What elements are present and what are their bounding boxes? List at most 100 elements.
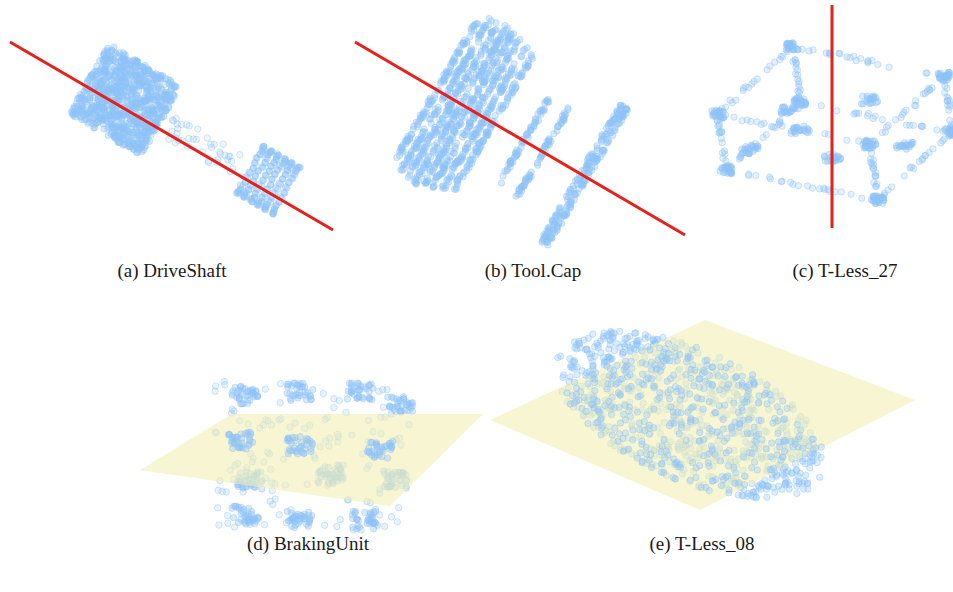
- cloud-point: [502, 59, 508, 65]
- cloud-point: [481, 25, 487, 31]
- cloud-point: [132, 75, 138, 81]
- cloud-point: [507, 31, 513, 37]
- cloud-point: [486, 15, 492, 21]
- cloud-point: [475, 39, 481, 45]
- cloud-point: [431, 143, 437, 149]
- cloud-point: [195, 126, 201, 132]
- cloud-point: [225, 157, 231, 163]
- cloud-point: [105, 132, 111, 138]
- cloud-point: [220, 141, 226, 147]
- cloud-point: [415, 136, 421, 142]
- cloud-point: [438, 132, 444, 138]
- cloud-point: [461, 57, 467, 63]
- cloud-point: [492, 73, 498, 79]
- cloud-point: [104, 60, 110, 66]
- cloud-point: [149, 109, 155, 115]
- cloud-point: [159, 87, 165, 93]
- cloud-point: [423, 159, 429, 165]
- cloud-point: [84, 78, 90, 84]
- cloud-point: [124, 93, 130, 99]
- cloud-point: [186, 123, 192, 129]
- cloud-point: [440, 165, 446, 171]
- cloud-point: [105, 74, 111, 80]
- cloud-point: [145, 87, 151, 93]
- cloud-point: [508, 71, 514, 77]
- cloud-point: [446, 179, 452, 185]
- cloud-point: [452, 146, 458, 152]
- cloud-point: [468, 28, 474, 34]
- cloud-point: [149, 82, 155, 88]
- cloud-point: [72, 105, 78, 111]
- cloud-point: [261, 205, 267, 211]
- cloud-point: [131, 144, 137, 150]
- cloud-point: [110, 124, 116, 130]
- cloud-point: [467, 158, 473, 164]
- cloud-point: [458, 81, 464, 87]
- cloud-point: [435, 104, 441, 110]
- cloud-point: [90, 103, 96, 109]
- cloud-point: [121, 124, 127, 130]
- cloud-point: [438, 78, 444, 84]
- cloud-point: [452, 90, 458, 96]
- cloud-point: [111, 44, 117, 50]
- cloud-point: [467, 118, 473, 124]
- cloud-point: [429, 168, 435, 174]
- cloud-point: [156, 95, 162, 101]
- cloud-point: [476, 73, 482, 79]
- cloud-point: [478, 32, 484, 38]
- cloud-point: [153, 77, 159, 83]
- cloud-point: [461, 37, 467, 43]
- cloud-point: [270, 210, 276, 216]
- cloud-point: [477, 103, 483, 109]
- cloud-point: [142, 78, 148, 84]
- cloud-point: [237, 152, 243, 158]
- cloud-point: [432, 111, 438, 117]
- cloud-point: [132, 63, 138, 69]
- cloud-point: [454, 69, 460, 75]
- cloud-point: [117, 139, 123, 145]
- cloud-point: [153, 71, 159, 77]
- cloud-point: [121, 56, 127, 62]
- cloud-point: [144, 67, 150, 73]
- cloud-point: [104, 49, 110, 55]
- cloud-point: [129, 86, 135, 92]
- cloud-point: [91, 124, 97, 130]
- cloud-point: [241, 193, 247, 199]
- cloud-point: [121, 75, 127, 81]
- cloud-point: [443, 73, 449, 79]
- cloud-point: [470, 77, 476, 83]
- cloud-point: [462, 148, 468, 154]
- cloud-point: [486, 86, 492, 92]
- cloud-point: [137, 104, 143, 110]
- cloud-point: [442, 125, 448, 131]
- cloud-point: [431, 183, 437, 189]
- cloud-point: [495, 50, 501, 56]
- cloud-point: [115, 59, 121, 65]
- cloud-point: [269, 176, 275, 182]
- cloud-point: [144, 137, 150, 143]
- cloud-point: [394, 154, 400, 160]
- cloud-point: [405, 138, 411, 144]
- cloud-point: [417, 169, 423, 175]
- cloud-point: [468, 48, 474, 54]
- cloud-point: [491, 96, 497, 102]
- cloud-point: [79, 106, 85, 112]
- cloud-point: [454, 107, 460, 113]
- cloud-point: [420, 114, 426, 120]
- cloud-point: [409, 163, 415, 169]
- cloud-point: [282, 184, 288, 190]
- cloud-point: [208, 144, 214, 150]
- cloud-point: [175, 125, 181, 131]
- cloud-point: [190, 136, 196, 142]
- cloud-point: [494, 42, 500, 48]
- cloud-point: [204, 135, 210, 141]
- cloud-point: [98, 114, 104, 120]
- cloud-point: [413, 181, 419, 187]
- cloud-point: [414, 123, 420, 129]
- cloud-point: [512, 40, 518, 46]
- cloud-point: [108, 117, 114, 123]
- cloud-point: [464, 127, 470, 133]
- cloud-point: [456, 50, 462, 56]
- cloud-point: [146, 129, 152, 135]
- cloud-point: [421, 178, 427, 184]
